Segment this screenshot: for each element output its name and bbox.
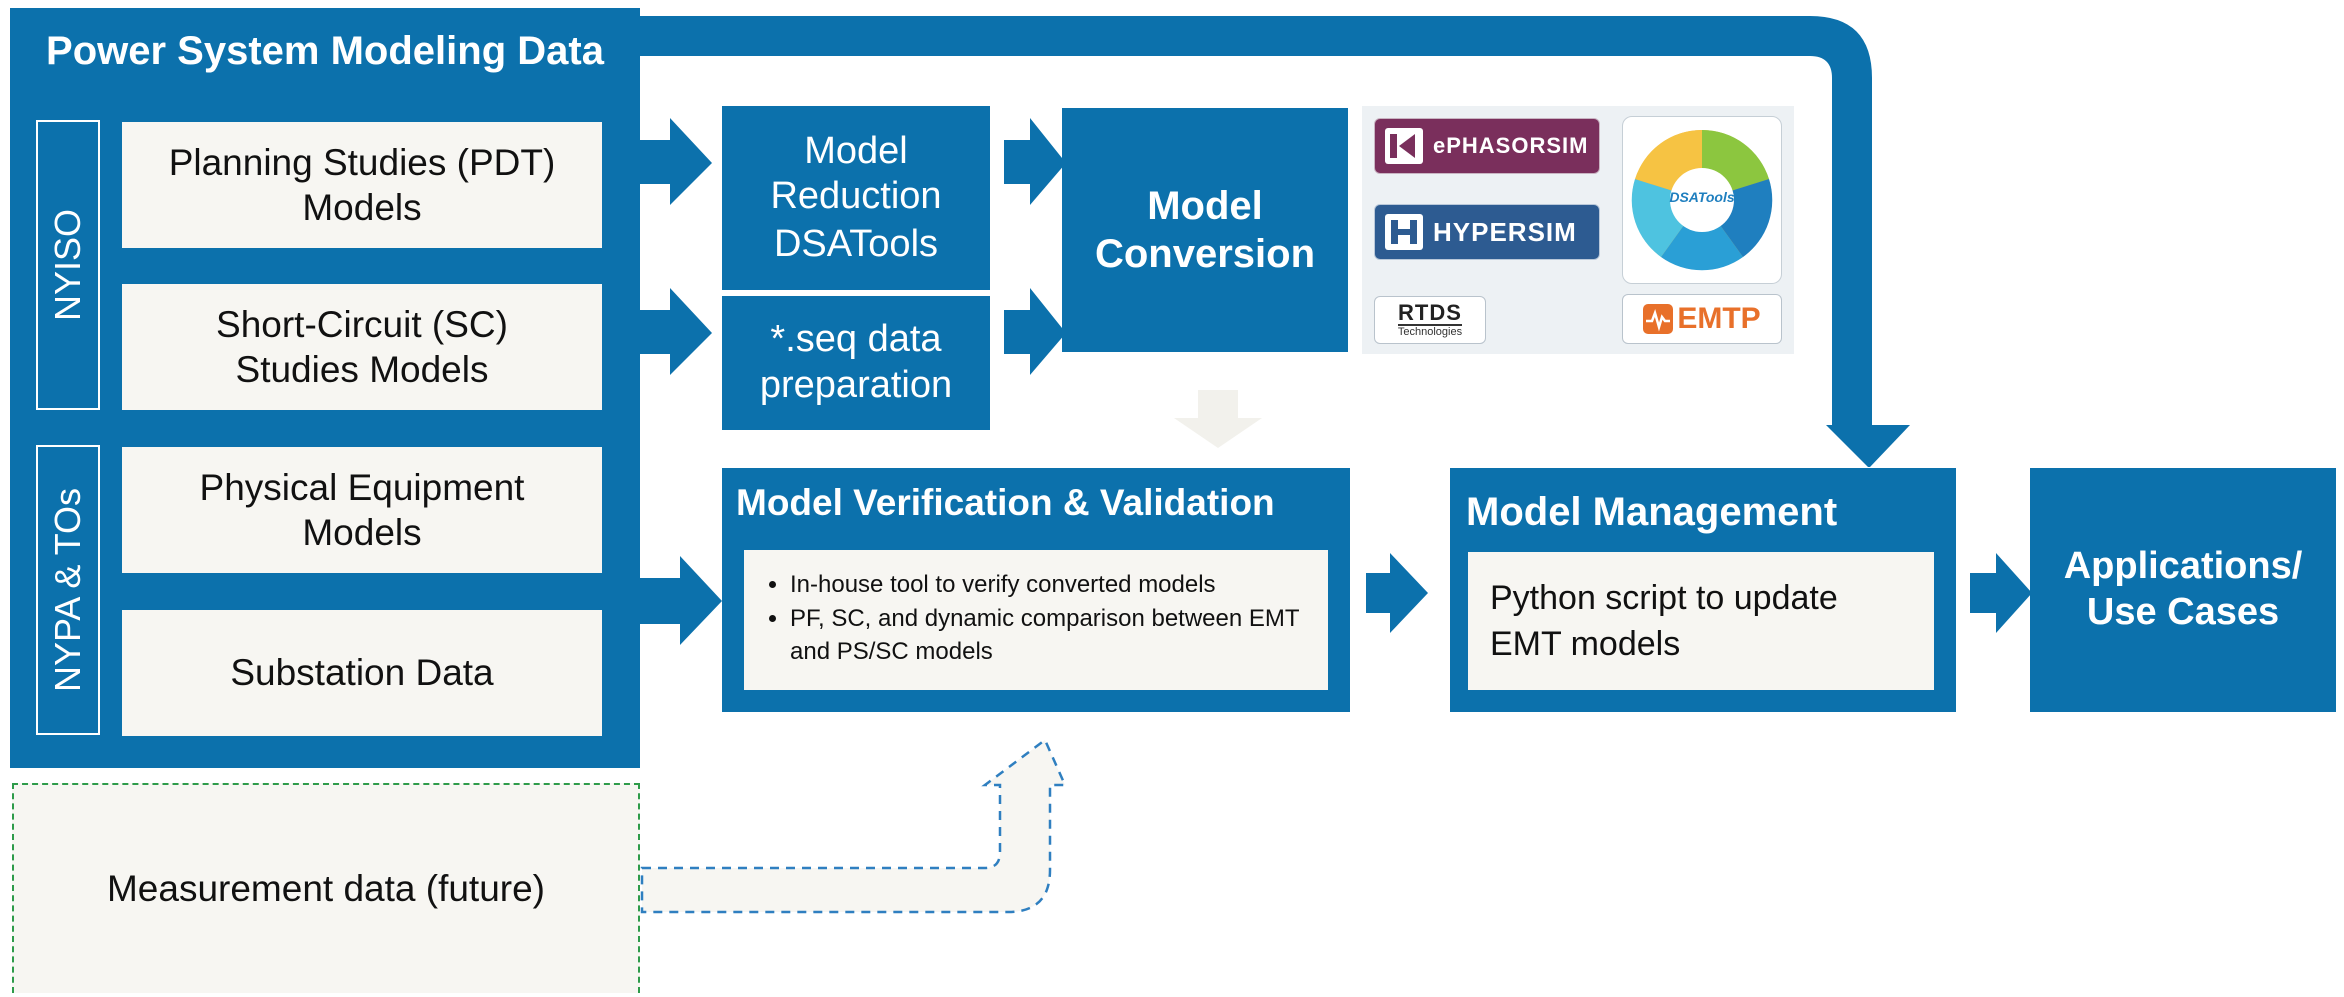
source-title: Power System Modeling Data bbox=[46, 29, 604, 73]
arrow-to-reduction bbox=[640, 118, 712, 205]
model-conversion-box: Model Conversion bbox=[1062, 108, 1348, 352]
source-item-substation-data: Substation Data bbox=[122, 610, 602, 736]
faint-down-arrow bbox=[1174, 390, 1262, 448]
arrow-to-verification bbox=[640, 556, 722, 645]
emtp-text: EMTP bbox=[1677, 302, 1761, 335]
arrow-management-to-applications bbox=[1970, 553, 2032, 633]
emtp-icon bbox=[1643, 304, 1674, 334]
ephasorsim-logo: ePHASORSIM bbox=[1374, 118, 1600, 174]
ephasorsim-icon bbox=[1385, 128, 1423, 164]
model-reduction-label: Model Reduction bbox=[770, 129, 942, 218]
rtds-text: RTDS bbox=[1398, 299, 1462, 326]
arrow-seq-to-conversion bbox=[1004, 288, 1066, 375]
management-content: Python script to update EMT models bbox=[1468, 552, 1934, 690]
arrow-to-seq bbox=[640, 288, 712, 375]
dsatools-wheel-logo: DSATools bbox=[1622, 116, 1782, 284]
ephasorsim-text: ePHASORSIM bbox=[1433, 133, 1589, 158]
verification-bullets: In-house tool to verify converted models… bbox=[766, 568, 1308, 669]
model-reduction-box: Model Reduction DSATools bbox=[722, 106, 990, 290]
dsatools-label: DSATools bbox=[773, 222, 939, 265]
measurement-box: Measurement data (future) bbox=[12, 783, 640, 993]
group-label-nyiso: NYISO bbox=[36, 120, 100, 410]
dashed-future-arrow bbox=[640, 738, 1067, 914]
rtds-logo: RTDS Technologies bbox=[1374, 296, 1486, 344]
management-title: Model Management bbox=[1466, 490, 1838, 534]
dsatools-wheel-text: DSATools bbox=[1669, 189, 1735, 205]
emtp-logo: EMTP bbox=[1622, 294, 1782, 344]
hypersim-icon bbox=[1385, 214, 1423, 250]
verification-content: In-house tool to verify converted models… bbox=[744, 550, 1328, 690]
source-item-physical-equipment: Physical Equipment Models bbox=[122, 447, 602, 573]
arrow-verification-to-management bbox=[1366, 553, 1428, 633]
verification-bullet: In-house tool to verify converted models bbox=[790, 568, 1308, 602]
verification-title: Model Verification & Validation bbox=[736, 482, 1275, 523]
applications-box: Applications/ Use Cases bbox=[2030, 468, 2336, 712]
source-item-short-circuit: Short-Circuit (SC) Studies Models bbox=[122, 284, 602, 410]
rtds-subtext: Technologies bbox=[1397, 325, 1463, 338]
hypersim-text: HYPERSIM bbox=[1433, 216, 1577, 247]
hypersim-logo: HYPERSIM bbox=[1374, 204, 1600, 260]
seq-data-prep-box: *.seq data preparation bbox=[722, 296, 990, 430]
source-item-planning-studies: Planning Studies (PDT) Models bbox=[122, 122, 602, 248]
group-label-nypa-tos: NYPA & TOs bbox=[36, 445, 100, 735]
arrow-reduction-to-conversion bbox=[1004, 118, 1066, 205]
top-feedback-arrowhead bbox=[1826, 425, 1910, 467]
verification-bullet: PF, SC, and dynamic comparison between E… bbox=[790, 602, 1308, 669]
